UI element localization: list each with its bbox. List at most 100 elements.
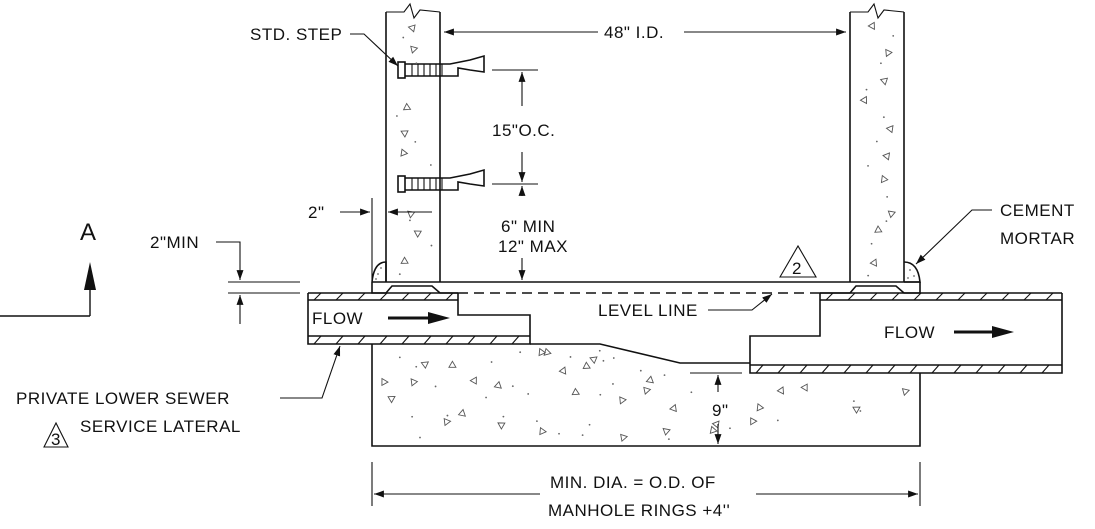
cement-mortar-fillets bbox=[371, 261, 921, 283]
min-gap-dimension: 2"MIN bbox=[150, 233, 300, 324]
aggregate-dot bbox=[588, 423, 591, 426]
aggregate-mark bbox=[469, 376, 477, 385]
pipe-hatch-mark bbox=[401, 292, 410, 301]
pipe-hatch-mark bbox=[891, 292, 900, 301]
aggregate-dot bbox=[886, 195, 889, 198]
aggregate-mark bbox=[885, 124, 894, 134]
pipe-hatch-mark bbox=[777, 364, 786, 374]
aggregate-dot bbox=[419, 436, 421, 439]
min-height-label: 6" MIN bbox=[501, 217, 555, 236]
pipe-hatch-mark bbox=[357, 292, 366, 301]
pipe-hatch-mark bbox=[799, 364, 808, 374]
aggregate-mark bbox=[619, 396, 627, 405]
aggregate-dot bbox=[502, 415, 505, 418]
aggregate-mark bbox=[571, 387, 581, 396]
aggregate-mark bbox=[400, 256, 409, 264]
aggregate-mark bbox=[589, 356, 598, 365]
aggregate-mark bbox=[543, 347, 552, 356]
aggregate-dot bbox=[602, 359, 605, 362]
aggregate-dot bbox=[892, 35, 895, 37]
aggregate-dot bbox=[581, 434, 584, 437]
aggregate-dot bbox=[865, 88, 868, 91]
aggregate-mark bbox=[867, 21, 875, 31]
aggregate-mark bbox=[558, 366, 567, 375]
aggregate-dot bbox=[729, 427, 731, 430]
aggregate-dot bbox=[882, 116, 885, 119]
aggregate-mark bbox=[407, 24, 416, 33]
pipe-hatch-mark bbox=[357, 335, 366, 345]
std-step-callout: STD. STEP bbox=[250, 25, 399, 67]
revision-note-2: 2 bbox=[792, 259, 802, 278]
aggregate-dot bbox=[776, 419, 779, 422]
aggregate-dot bbox=[536, 420, 538, 423]
aggregate-dot bbox=[612, 383, 614, 385]
section-marker-label: A bbox=[80, 219, 96, 246]
base-depth-label: 9" bbox=[712, 401, 729, 420]
aggregate-dot bbox=[598, 349, 601, 352]
aggregate-dot bbox=[398, 356, 401, 359]
aggregate-dot bbox=[415, 365, 418, 368]
aggregate-mark bbox=[620, 433, 629, 443]
pipe-hatch-mark bbox=[909, 364, 918, 374]
concrete-aggregate-pattern bbox=[381, 21, 911, 443]
aggregate-dot bbox=[859, 410, 862, 412]
aggregate-dot bbox=[429, 164, 432, 166]
aggregate-dot bbox=[402, 36, 405, 39]
aggregate-dot bbox=[867, 274, 870, 277]
pipe-hatch-mark bbox=[825, 292, 834, 301]
aggregate-mark bbox=[400, 130, 409, 138]
level-line-callout: LEVEL LINE bbox=[598, 293, 773, 320]
aggregate-mark bbox=[402, 102, 412, 111]
revision-note-3: 3 bbox=[51, 430, 61, 449]
aggregate-mark bbox=[493, 380, 502, 389]
aggregate-mark bbox=[410, 45, 419, 54]
flow-arrow-right bbox=[954, 326, 1014, 338]
cement-mortar-label-2: MORTAR bbox=[1000, 229, 1075, 248]
pipe-hatch-mark bbox=[847, 292, 856, 301]
lateral-label-1: PRIVATE LOWER SEWER bbox=[16, 389, 230, 408]
pipe-hatch-mark bbox=[423, 335, 432, 345]
manhole-step-upper bbox=[397, 54, 485, 79]
channel-invert bbox=[530, 343, 750, 364]
aggregate-mark bbox=[662, 427, 671, 436]
pipe-hatch-mark bbox=[379, 292, 388, 301]
aggregate-dot bbox=[875, 140, 878, 143]
aggregate-dot bbox=[511, 385, 514, 388]
aggregate-dot bbox=[599, 393, 602, 396]
max-height-label: 12" MAX bbox=[498, 237, 568, 256]
aggregate-dot bbox=[558, 432, 560, 435]
aggregate-dot bbox=[639, 369, 642, 372]
aggregate-dot bbox=[396, 115, 398, 117]
aggregate-mark bbox=[756, 402, 765, 412]
base-depth-dimension: 9" bbox=[690, 372, 742, 444]
aggregate-mark bbox=[497, 422, 506, 430]
aggregate-mark bbox=[859, 95, 868, 105]
aggregate-mark bbox=[776, 386, 785, 395]
pipe-hatch-mark bbox=[975, 364, 984, 374]
pipe-hatch-mark bbox=[931, 364, 940, 374]
aggregate-dot bbox=[663, 374, 666, 377]
cement-mortar-label-1: CEMENT bbox=[1000, 201, 1075, 220]
pipe-hatch-mark bbox=[467, 335, 476, 345]
aggregate-mark bbox=[645, 375, 655, 384]
min-gap-label: 2"MIN bbox=[150, 233, 199, 252]
inner-diameter-dimension: 48" I.D. bbox=[444, 23, 846, 42]
outlet-pipe bbox=[749, 292, 1063, 374]
aggregate-mark bbox=[643, 386, 652, 395]
flow-label-left: FLOW bbox=[312, 309, 363, 328]
aggregate-mark bbox=[901, 388, 911, 397]
aggregate-dot bbox=[690, 391, 693, 394]
revision-triangle-2: 2 bbox=[779, 244, 817, 278]
aggregate-mark bbox=[538, 347, 547, 357]
aggregate-mark bbox=[882, 152, 891, 161]
pipe-hatch-mark bbox=[997, 364, 1006, 374]
lateral-label-2: SERVICE LATERAL bbox=[80, 417, 241, 436]
pipe-hatch-mark bbox=[313, 335, 322, 345]
pipe-hatch-mark bbox=[423, 292, 432, 301]
pipe-hatch-mark bbox=[913, 292, 922, 301]
pipe-hatch-mark bbox=[379, 335, 388, 345]
pipe-hatch-mark bbox=[445, 335, 454, 345]
level-line-label: LEVEL LINE bbox=[598, 301, 698, 320]
aggregate-dot bbox=[527, 393, 530, 395]
aggregate-mark bbox=[407, 210, 416, 219]
